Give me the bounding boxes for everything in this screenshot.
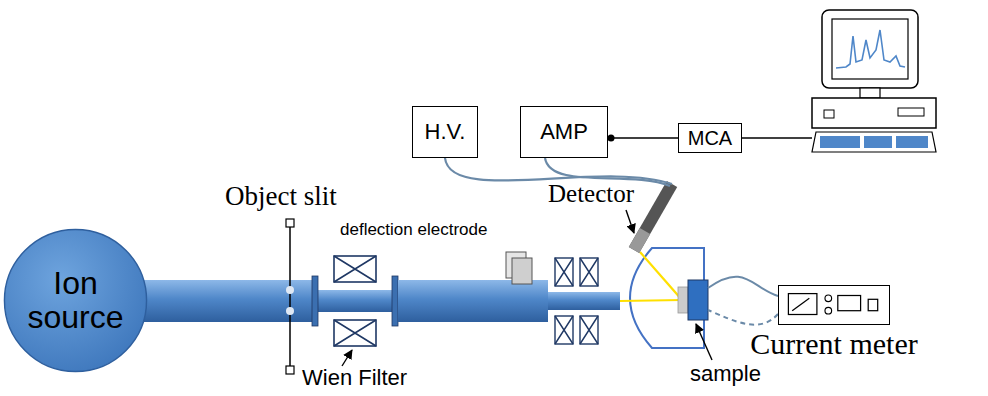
junction-dot xyxy=(608,135,615,142)
beam-tube xyxy=(398,280,548,322)
lens-coil xyxy=(555,258,598,344)
scattered-ions xyxy=(640,252,682,300)
slit-hole xyxy=(286,286,294,294)
beam-tube xyxy=(140,280,318,322)
ion-source-circle: Ion source xyxy=(3,228,148,373)
slit-hole xyxy=(286,307,294,315)
detector-head xyxy=(634,231,645,250)
meter-cable xyxy=(708,310,778,325)
analyzer-box: MCA xyxy=(678,123,742,153)
electrode-plate xyxy=(512,258,532,284)
meter-icon xyxy=(779,286,889,324)
node-text: MCA xyxy=(688,128,732,149)
power-supply-box: H.V. xyxy=(412,106,478,158)
node-text: Ion source xyxy=(17,267,135,334)
current-meter-box: Current meter xyxy=(778,285,890,325)
sample-holder xyxy=(688,280,708,320)
part-label: Detector xyxy=(548,180,634,208)
flange xyxy=(392,276,398,326)
wien-coil xyxy=(334,256,376,346)
slit-end xyxy=(286,366,294,374)
amplifier-box: AMP xyxy=(520,106,608,158)
node-text: AMP xyxy=(540,120,588,143)
slit-end xyxy=(286,219,294,227)
part-label: Wien Filter xyxy=(302,366,407,390)
node-text: H.V. xyxy=(425,120,466,143)
part-label: Object slit xyxy=(225,182,337,212)
slit-line xyxy=(289,226,291,368)
instrument-name: Current meter xyxy=(750,328,917,360)
signal-connector xyxy=(608,135,679,142)
beam-tube xyxy=(548,292,620,310)
beam-tube xyxy=(318,290,392,312)
part-label: deflection electrode xyxy=(340,221,487,240)
data-wire xyxy=(742,137,812,139)
meter-cable xyxy=(708,277,778,296)
leader-arrow xyxy=(696,324,712,360)
ion-beam xyxy=(620,300,682,301)
part-label: sample xyxy=(690,362,761,386)
computer xyxy=(812,10,936,152)
detector-body xyxy=(634,184,672,250)
leader-arrow xyxy=(626,210,634,233)
sample-plate xyxy=(678,287,688,313)
flange xyxy=(312,276,318,326)
leader-arrow xyxy=(342,350,352,366)
